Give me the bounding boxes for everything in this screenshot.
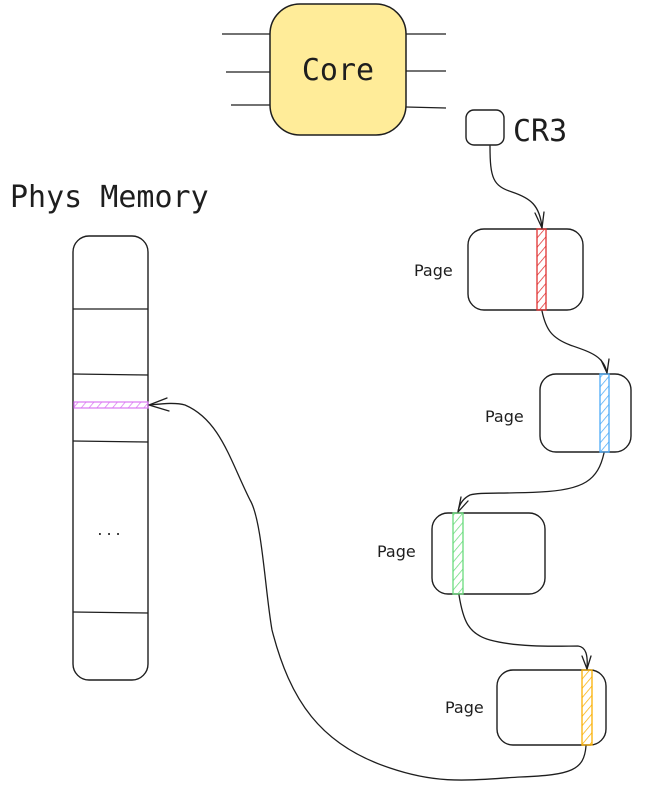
page-label: Page: [377, 542, 416, 561]
page-box: [539, 373, 632, 453]
page-label: Page: [445, 698, 484, 717]
arrowhead-icon: [600, 358, 610, 374]
phys-memory: Phys Memory ...: [10, 180, 209, 681]
arrow-page-2-to-page-3: [457, 452, 605, 513]
phys-memory-column: [72, 235, 149, 681]
page-entry-highlight: [536, 228, 547, 311]
arrowhead-icon: [457, 496, 469, 513]
page-table-level-1: Page: [414, 228, 584, 311]
page-label: Page: [414, 261, 453, 280]
arrow-page-3-to-page-4: [458, 594, 592, 670]
page-table-level-3: Page: [377, 512, 546, 595]
page-entry-highlight: [581, 669, 593, 746]
page-box: [467, 228, 584, 311]
core-box: [269, 3, 407, 136]
page-label: Page: [485, 407, 524, 426]
arrow-cr3-to-page-1: [489, 145, 545, 229]
cr3-label: CR3: [513, 114, 567, 149]
arrow-page-4-to-phys-memory: [148, 397, 587, 781]
page-entry-highlight: [599, 373, 610, 453]
memory-divider: [72, 611, 149, 614]
core-label: Core: [302, 53, 374, 88]
memory-ellipsis: ...: [97, 520, 124, 539]
page-table-level-2: Page: [485, 373, 632, 453]
cr3-box: [465, 109, 505, 146]
page-box: [431, 512, 546, 595]
page-table-level-4: Page: [445, 669, 607, 746]
arrowhead-icon: [148, 397, 170, 412]
phys-memory-title: Phys Memory: [10, 180, 209, 215]
page-entry-highlight: [452, 512, 464, 595]
memory-entry-highlight: [73, 401, 149, 409]
arrowhead-icon: [534, 211, 545, 229]
arrow-page-1-to-page-2: [541, 310, 610, 374]
memory-divider: [72, 440, 149, 443]
memory-divider: [72, 373, 149, 376]
arrowhead-icon: [581, 655, 592, 670]
core-pin-right-3: [405, 106, 447, 109]
cr3-register: CR3: [465, 109, 567, 149]
page-box: [496, 669, 607, 746]
core-chip: Core: [222, 3, 447, 136]
